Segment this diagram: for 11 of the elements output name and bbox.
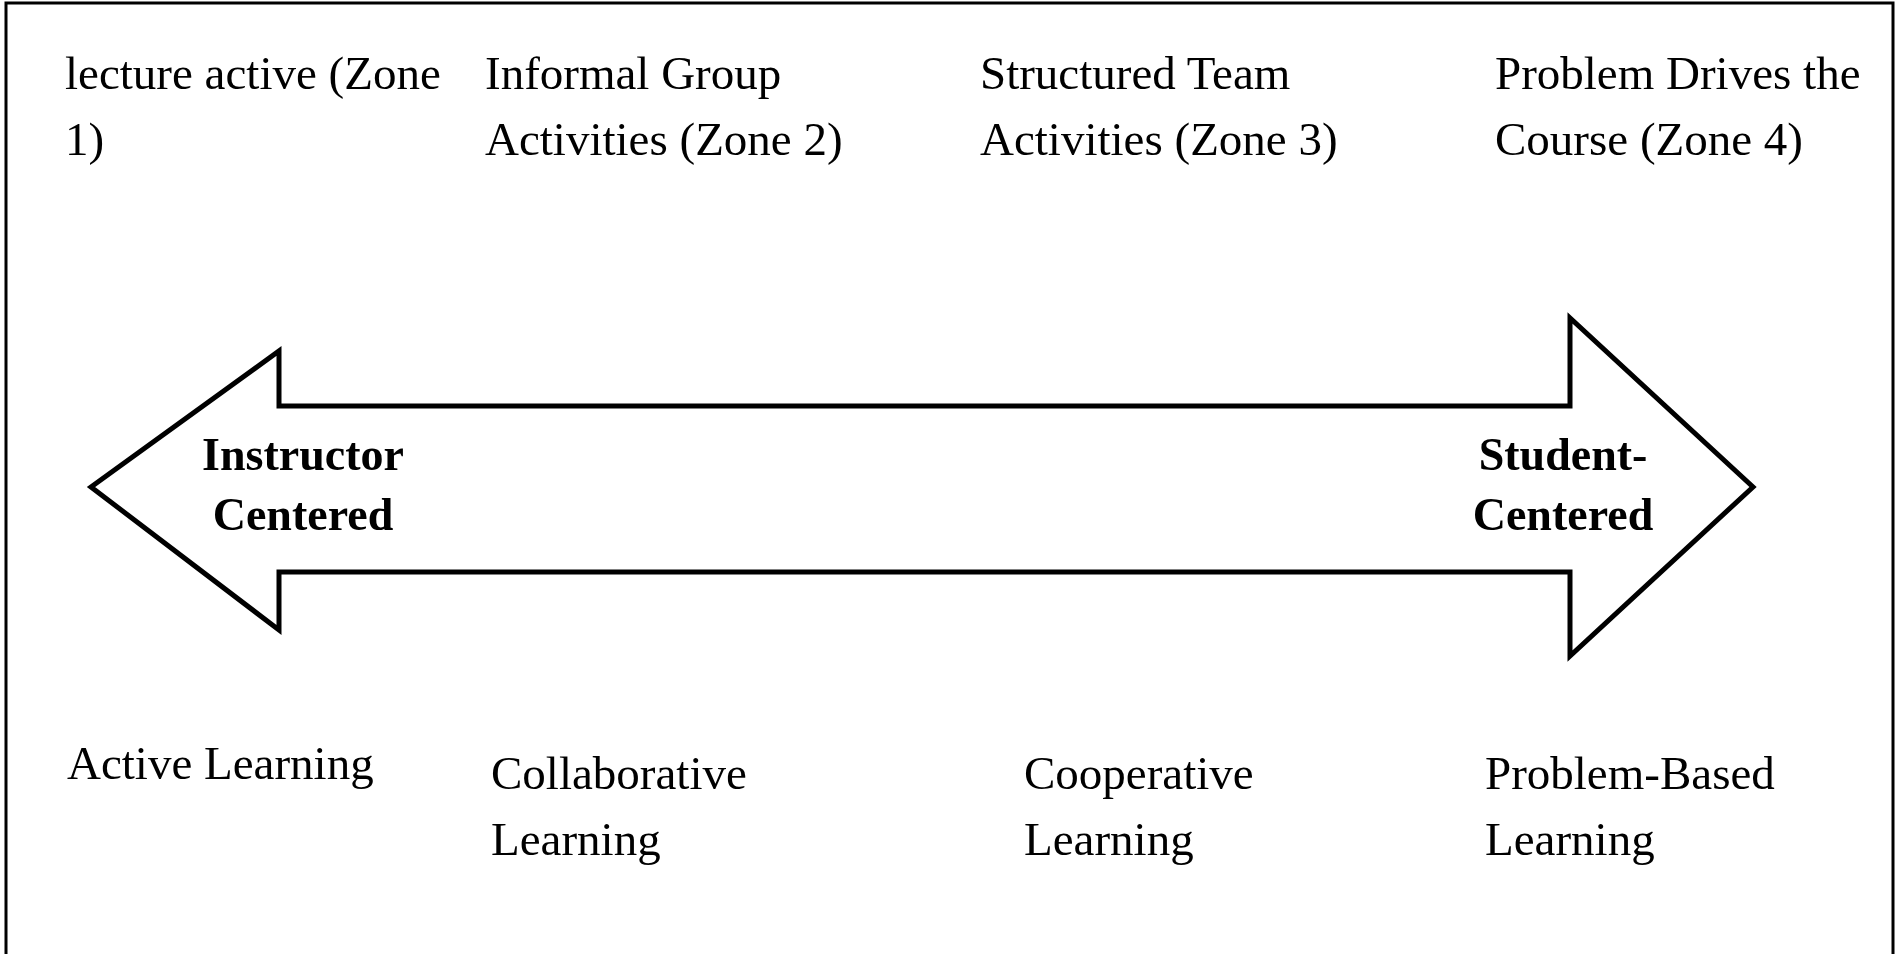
zone-label: lecture active (Zone 1) <box>65 46 442 167</box>
zone-label: Structured Team Activities (Zone 3) <box>980 46 1339 167</box>
zone-label: Cooperative Learning <box>1024 746 1255 867</box>
zone-label: Problem Drives the Course (Zone 4) <box>1495 46 1862 167</box>
arrow-label: Student-Centered <box>1471 428 1655 542</box>
zone-label: Informal Group Activities (Zone 2) <box>485 46 844 167</box>
arrow-label: Instructor Centered <box>201 428 405 542</box>
zone-label: Active Learning <box>67 736 375 791</box>
zone-label: Problem-Based Learning <box>1485 746 1776 867</box>
zone-label: Collaborative Learning <box>491 746 748 867</box>
double-arrow <box>88 315 1756 659</box>
